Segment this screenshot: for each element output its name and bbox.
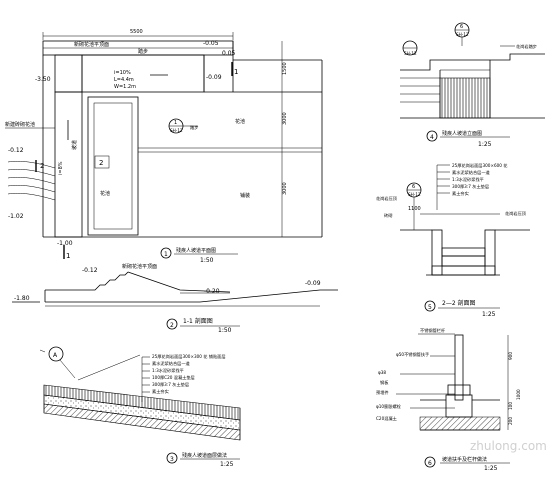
- plan-plant-left: 花池: [100, 190, 110, 197]
- plan-dim-r3: 3000: [282, 182, 288, 195]
- plan-left-note: 新建砖砌花池: [5, 121, 35, 128]
- d6-note-0: φ50不锈钢管扶手: [396, 351, 429, 358]
- d3-note-2: 1:3水泥砂浆找平: [152, 367, 184, 374]
- d6-note-2: φ38: [378, 370, 386, 375]
- sec11-scale: 1:50: [218, 327, 232, 334]
- plan-sec2-left: 2: [40, 162, 44, 170]
- sec11-level-left: -1.80: [14, 295, 30, 302]
- plan-title-num: 1: [164, 251, 168, 258]
- plan-plant-right2: 铺装: [240, 192, 250, 199]
- d6-dim-0: 900: [508, 352, 513, 360]
- d5-dim: 1100: [408, 206, 421, 212]
- d5-right-note: 花岗岩压顶: [505, 210, 527, 217]
- d5-ref-sheet: SH-12: [408, 192, 421, 197]
- plan-dim-r1: 1500: [282, 62, 288, 75]
- d3-scale: 1:25: [220, 461, 234, 468]
- d4-note: 花岗岩踏步: [516, 43, 537, 50]
- plan-side-ramp2: 坡道: [71, 140, 78, 150]
- d4-title: 残疾人坡道立面图: [442, 130, 482, 137]
- plan-sec2-mark: 2: [99, 159, 103, 167]
- detail-6: 不锈钢管栏杆 φ50不锈钢管扶手 φ38 钢板 预埋件 φ10膨胀螺栓 C20混…: [376, 327, 521, 472]
- section-1-1: -1.80 -0.12 -0.20 -0.09 新砌花池平顶面 2 1-1 剖面…: [12, 263, 338, 334]
- d5-ref-num: 6: [412, 184, 415, 190]
- plan-view: 5500 新砌花池平顶面 踏步 i=10% L=4.4m W=1.2m -0.0…: [5, 29, 323, 264]
- plan-level-top: -0.05: [203, 40, 219, 47]
- plan-ref-sheet: SH-12: [170, 128, 183, 133]
- d6-title-num: 6: [428, 460, 432, 467]
- d5-note-2: 1:3水泥砂浆找平: [452, 176, 484, 183]
- d3-circle-mark: A: [53, 352, 58, 359]
- sec11-level-right: -0.09: [305, 280, 321, 287]
- d6-dim-1: 1000: [516, 389, 521, 400]
- d4-ref-num: 6: [460, 24, 463, 30]
- plan-level-right1: -0.09: [206, 74, 222, 81]
- sec11-title: 1-1 剖面图: [183, 317, 213, 325]
- watermark: zhulong.com: [470, 439, 547, 453]
- plan-ramp-slope: i=10%: [114, 70, 131, 76]
- plan-side-ramp: i=8%: [58, 161, 64, 175]
- plan-scale: 1:50: [200, 257, 214, 264]
- d3-note-5: 素土夯实: [152, 388, 169, 395]
- sec11-title-num: 2: [170, 322, 174, 329]
- plan-ramp-len: L=4.4m: [114, 77, 134, 83]
- d6-dim-2: 100: [508, 402, 513, 410]
- d5-note-3: 300厚3:7 灰土垫层: [452, 183, 489, 190]
- d6-dim-3: 200: [508, 417, 513, 425]
- d5-title: 2—2 剖面图: [442, 299, 476, 307]
- d4-title-num: 4: [430, 134, 434, 141]
- d5-scale: 1:25: [482, 311, 496, 318]
- sec11-level-center: -0.20: [204, 288, 220, 295]
- plan-ref-num: 1: [174, 120, 177, 126]
- plan-level-left2: -1.02: [8, 213, 24, 220]
- plan-plant-right1: 花池: [235, 118, 245, 125]
- d3-note-1: 素水泥浆结合层一道: [152, 360, 191, 367]
- plan-title: 残疾人坡道平面图: [176, 247, 216, 254]
- plan-sec1-mark-bottom: 1: [66, 252, 70, 260]
- d5-left-note: 花岗岩压顶: [376, 195, 398, 202]
- plan-dim-top: 5500: [130, 29, 143, 35]
- d6-note-top: 不锈钢管栏杆: [420, 327, 446, 334]
- plan-level-right2: 0.05: [222, 50, 236, 57]
- d4-ref-sheet: SH-12: [456, 32, 469, 37]
- d5-note-0: 25厚花岗岩面层300×600 花: [452, 162, 507, 169]
- d6-note-6: C20混凝土: [376, 415, 397, 422]
- detail-4: 6 SH-12 SH-12 花岗岩踏步 4 残疾人坡道立面图 1:25: [400, 22, 545, 148]
- sec11-level-mid: -0.12: [82, 267, 98, 274]
- d5-note-1: 素水泥浆结合层一道: [452, 169, 491, 176]
- d3-title-num: 3: [170, 456, 174, 463]
- d5-note-4: 素土夯实: [452, 190, 469, 197]
- plan-dim-r2: 3000: [282, 112, 288, 125]
- plan-stair-note: 踏步: [138, 48, 148, 55]
- d4-ref-sheet-2: SH-12: [404, 51, 417, 56]
- d6-scale: 1:25: [484, 465, 498, 472]
- d6-note-3: 钢板: [380, 379, 389, 386]
- plan-level-bottom: -1.00: [57, 240, 73, 247]
- plan-ref-label: 踏步: [190, 124, 198, 131]
- plan-ramp-width: W=1.2m: [114, 84, 136, 90]
- d5-title-num: 5: [428, 304, 432, 311]
- d6-note-5: φ10膨胀螺栓: [376, 403, 402, 410]
- plan-sec1-mark-top: 1: [234, 68, 238, 76]
- detail-3: A 25厚花岗岩面层300×300 花 铺贴面层 素水泥浆结合层一道 1:3水泥…: [39, 346, 241, 468]
- sec11-note: 新砌花池平顶面: [122, 263, 157, 270]
- d5-left-note2: 砖砌: [384, 212, 392, 219]
- detail-5: 6 SH-12 25厚花岗岩面层300×600 花 素水泥浆结合层一道 1:3水…: [376, 162, 530, 318]
- d3-note-3: 100厚C20 混凝土垫层: [152, 374, 195, 381]
- d6-title: 坡道扶手及栏杆做法: [442, 456, 487, 463]
- d6-note-4: 预埋件: [376, 389, 389, 396]
- plan-wall-note: 新砌花池平顶面: [74, 41, 109, 48]
- d3-note-4: 300厚3:7 灰土垫层: [152, 381, 189, 388]
- plan-level-left1: -0.12: [8, 147, 24, 154]
- d3-title: 残疾人坡道面层做法: [182, 452, 227, 459]
- d3-note-0: 25厚花岗岩面层300×300 花 铺贴面层: [152, 353, 226, 360]
- d4-scale: 1:25: [478, 141, 492, 148]
